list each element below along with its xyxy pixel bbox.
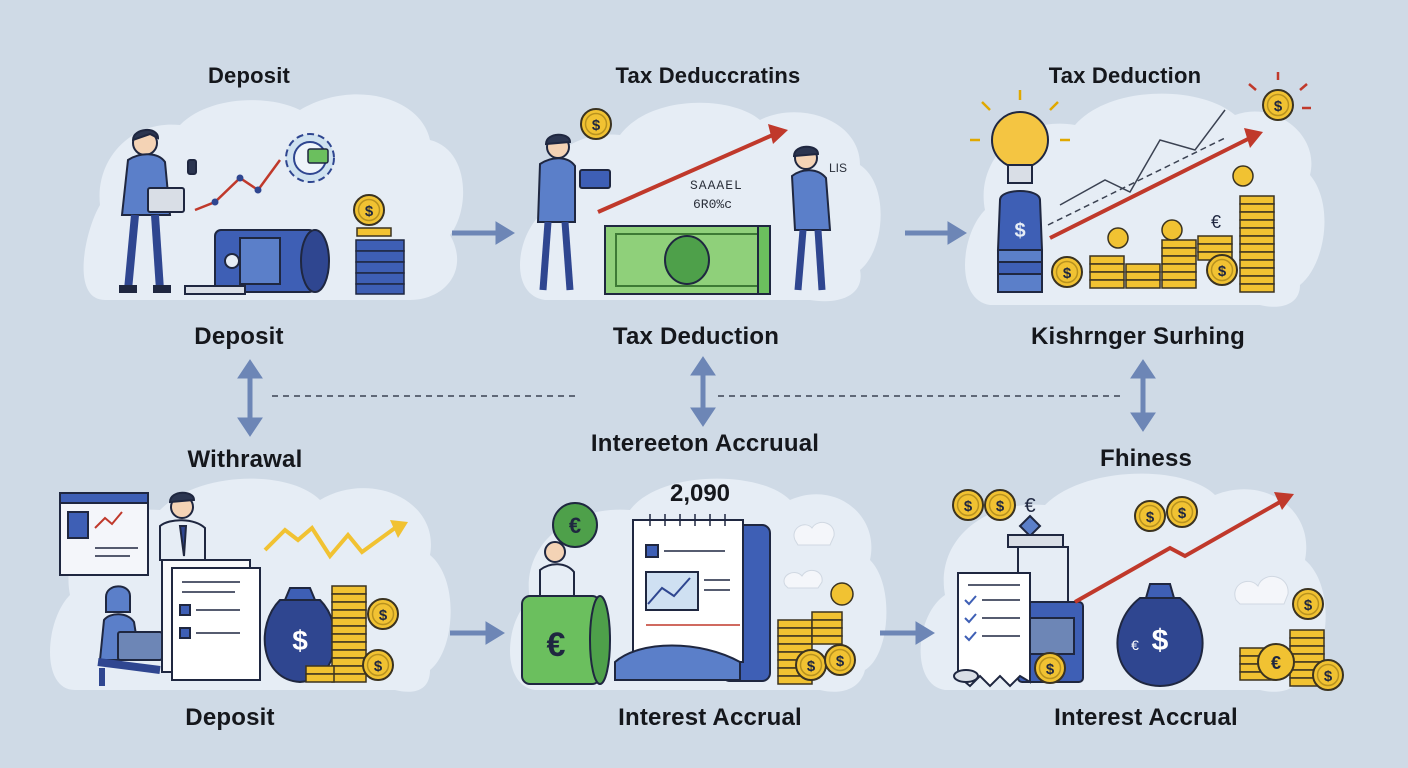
notepad-report-icon xyxy=(614,514,771,682)
bottom-right-caption: Interest Accrual xyxy=(1054,704,1238,731)
svg-text:$: $ xyxy=(996,498,1005,515)
svg-text:$: $ xyxy=(1046,661,1055,678)
bottom-left-caption: Deposit xyxy=(185,704,275,731)
banknote-icon xyxy=(604,225,771,295)
money-roll-icon xyxy=(521,595,611,685)
bottom-mid-caption: Interest Accrual xyxy=(618,704,802,731)
top-left-caption: Deposit xyxy=(194,323,284,350)
svg-text:€: € xyxy=(547,626,566,664)
euro-icon: € xyxy=(1211,212,1221,232)
server-stack-icon xyxy=(355,239,405,295)
businessman-left xyxy=(536,133,611,291)
small-cloud-icon xyxy=(793,521,835,546)
svg-text:LIS: LIS xyxy=(829,161,847,175)
arrow-vertical-left xyxy=(237,359,263,437)
svg-text:$: $ xyxy=(365,203,374,220)
growth-arrow xyxy=(597,132,776,214)
receipt-checklist-icon xyxy=(953,572,1031,688)
illustration-withdrawal: $ $ $ xyxy=(59,491,408,686)
svg-text:SAAAEL: SAAAEL xyxy=(690,178,743,193)
svg-text:$: $ xyxy=(374,658,383,675)
document-icon xyxy=(161,559,261,681)
vault-drum-icon xyxy=(184,229,330,295)
svg-text:$: $ xyxy=(1178,505,1187,522)
top-left-title: Deposit xyxy=(207,63,291,88)
interest-amount: 2,090 xyxy=(669,480,731,507)
illustration-growth-top: $ $ $ $ € xyxy=(970,72,1311,293)
seated-person xyxy=(97,585,163,686)
businessman-right xyxy=(790,145,832,291)
bottom-right-title: Fhiness xyxy=(1099,445,1193,472)
svg-text:$: $ xyxy=(1274,98,1283,115)
arrow-vertical-mid xyxy=(690,356,716,427)
money-bag-icon xyxy=(1116,583,1204,688)
person-standing xyxy=(159,491,206,561)
svg-text:$: $ xyxy=(964,498,973,515)
arrow-right-1 xyxy=(452,221,515,245)
svg-text:$: $ xyxy=(1324,668,1333,685)
svg-text:$: $ xyxy=(1063,265,1072,282)
top-right-title: Tax Deduction xyxy=(1048,63,1202,88)
arrow-right-4 xyxy=(880,621,935,645)
top-right-caption: Kishrnger Surhing xyxy=(1030,323,1246,350)
svg-text:$: $ xyxy=(1146,509,1155,526)
svg-text:6R0%c: 6R0%c xyxy=(693,197,732,212)
euro-coin-icon xyxy=(1257,643,1295,681)
money-bag-icon xyxy=(263,587,337,684)
illustration-growth-bottom: $ $ € $ $ $ xyxy=(952,489,1344,691)
savings-tower-icon xyxy=(996,190,1044,293)
person-with-laptop xyxy=(119,129,197,293)
top-mid-caption: Tax Deduction xyxy=(612,323,780,350)
growth-arrow xyxy=(1049,136,1251,240)
bottom-left-title: Withrawal xyxy=(187,446,303,473)
euro-coin-icon xyxy=(552,502,598,548)
lightbulb-icon xyxy=(970,90,1070,184)
euro-icon: € xyxy=(1024,495,1035,517)
svg-text:$: $ xyxy=(1304,597,1313,614)
svg-text:$: $ xyxy=(1152,624,1169,657)
monitor-icon xyxy=(59,492,149,576)
gear-icon xyxy=(285,133,335,183)
svg-text:$: $ xyxy=(292,625,308,656)
svg-text:€: € xyxy=(1271,653,1281,673)
arrow-vertical-right xyxy=(1130,359,1156,432)
illustration-tax-top: $ SAAAEL 6R0%c LIS xyxy=(536,108,847,295)
svg-text:$: $ xyxy=(1218,263,1227,280)
svg-text:$: $ xyxy=(592,117,601,134)
arrow-right-2 xyxy=(905,221,967,245)
svg-text:$: $ xyxy=(1014,220,1025,242)
coin-stacks xyxy=(777,611,843,685)
illustration-interest-mid: € € xyxy=(521,502,856,685)
coin-stacks xyxy=(1089,195,1275,293)
trend-line-yellow xyxy=(263,524,397,560)
top-mid-title: Tax Deduccratins xyxy=(615,63,801,88)
svg-text:€: € xyxy=(1131,637,1139,653)
coin-tower xyxy=(305,585,367,683)
small-cloud-icon xyxy=(1234,575,1289,605)
svg-text:$: $ xyxy=(836,653,845,670)
svg-text:$: $ xyxy=(807,658,816,675)
bottom-mid-title: Intereeton Accruual xyxy=(590,430,820,457)
svg-text:€: € xyxy=(569,513,581,538)
illustration-deposit-top: $ xyxy=(119,129,405,295)
connectors xyxy=(237,221,1156,645)
arrow-right-3 xyxy=(450,621,505,645)
growth-arrow xyxy=(1074,500,1281,604)
svg-text:$: $ xyxy=(379,607,388,624)
